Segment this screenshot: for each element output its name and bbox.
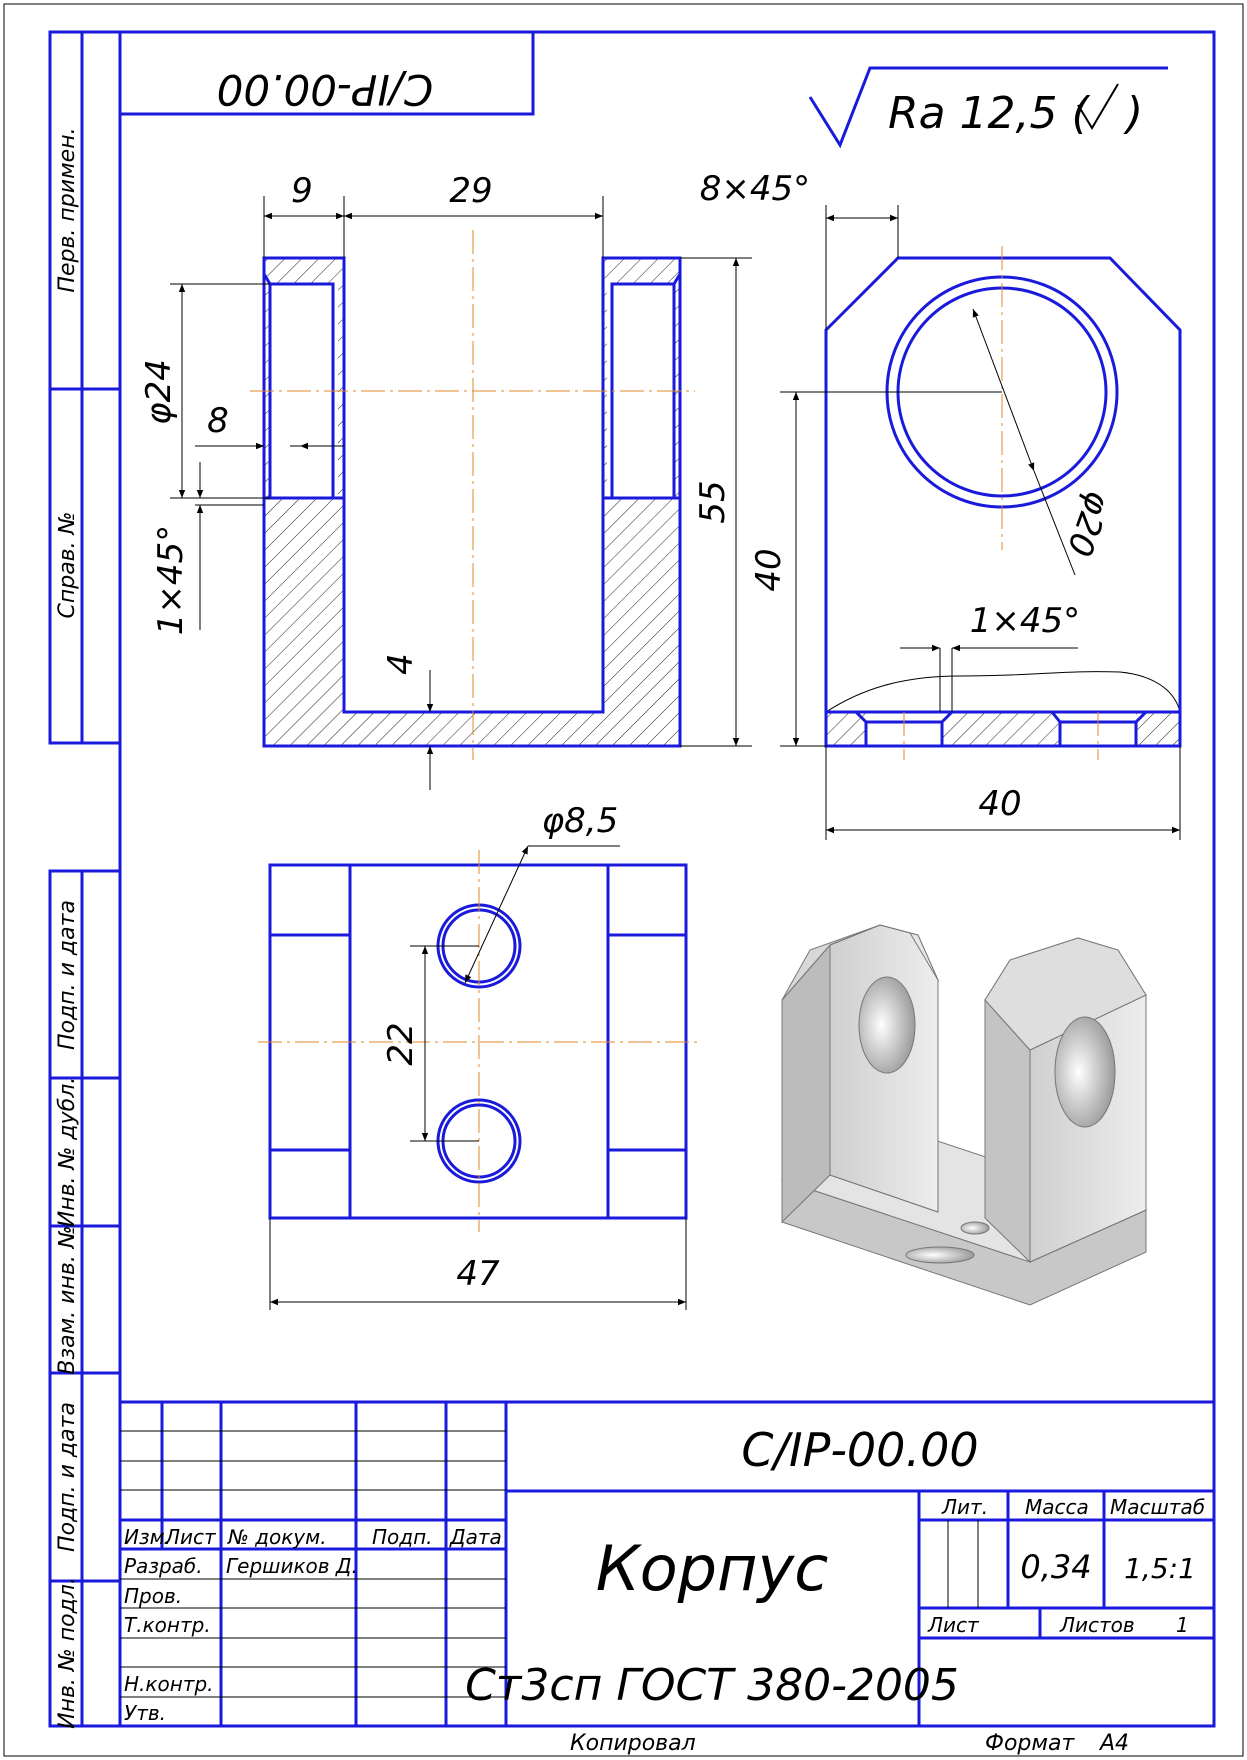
sheet-label: Лист [927,1613,980,1637]
scale-label: Масштаб [1110,1495,1205,1519]
col-izm: Изм. [124,1525,171,1549]
dim-40-horiz: 40 [978,784,1021,824]
mass-value: 0,34 [1020,1548,1091,1586]
side-sprav-no: Справ. № [55,511,80,618]
dim-8x45: 8×45° [700,169,810,209]
outer-border [3,3,1244,1757]
dim-dia20: φ20 [1058,486,1118,561]
side-inv-podl: Инв. № подл. [55,1577,80,1729]
col-podp: Подп. [372,1525,433,1549]
frame [48,30,1216,1728]
side-dimensions [780,205,1181,840]
title-designation: С/IР-00.00 [741,1423,978,1477]
dim-29: 29 [449,171,492,211]
dim-8: 8 [207,401,229,441]
scale-value: 1,5:1 [1124,1552,1196,1585]
dim-1x45-left: 1×45° [151,525,191,635]
isometric-picture [780,924,1148,1306]
front-dimensions [170,196,752,790]
razrab-name: Гершиков Д. [226,1554,358,1578]
top-view [258,850,700,1232]
title-material: Ст3сп ГОСТ 380-2005 [465,1660,959,1711]
footer-format-label: Формат [985,1731,1075,1756]
dim-55: 55 [693,480,733,523]
row-utv: Утв. [124,1701,166,1725]
mass-label: Масса [1025,1495,1089,1519]
lit-label: Лит. [941,1495,988,1519]
dim-40-vert: 40 [749,548,789,591]
row-razrab: Разраб. [124,1554,203,1578]
row-tkontr: Т.контр. [124,1613,211,1637]
title-block [120,1400,1214,1726]
roughness-sign: Ra 12,5 ( ) [808,66,1168,149]
roughness-text: Ra 12,5 ( [888,88,1090,139]
dim-22: 22 [381,1022,421,1065]
side-perv-primen: Перв. примен. [55,127,80,292]
sheets-value: 1 [1176,1613,1189,1637]
roughness-close: ) [1123,88,1143,139]
dim-47: 47 [456,1254,500,1294]
dim-dia24: φ24 [139,359,179,425]
dim-4: 4 [381,653,421,675]
row-prov: Пров. [124,1584,182,1608]
top-code-mirrored: С/IР-00.00 [217,65,434,114]
side-vzam-inv: Взам. инв. № [55,1225,80,1374]
col-data: Дата [449,1525,502,1549]
col-doc: № докум. [227,1525,327,1549]
dim-9: 9 [291,171,313,211]
top-dimensions [269,845,687,1310]
footer-copied: Копировал [570,1731,696,1756]
side-view [824,246,1182,760]
col-list: Лист [164,1525,217,1549]
footer-format-value: А4 [1098,1731,1129,1756]
side-inv-dubl: Инв. № дубл. [55,1077,80,1228]
front-section-view [250,230,695,760]
dim-dia8-5: φ8,5 [542,801,619,841]
row-nkontr: Н.контр. [124,1672,214,1696]
dim-1x45-right: 1×45° [970,601,1080,641]
title-part-name: Корпус [596,1532,829,1605]
sheets-label: Листов [1059,1613,1135,1637]
side-podp-data-2: Подп. и дата [55,1402,80,1552]
side-podp-data-1: Подп. и дата [55,900,80,1050]
